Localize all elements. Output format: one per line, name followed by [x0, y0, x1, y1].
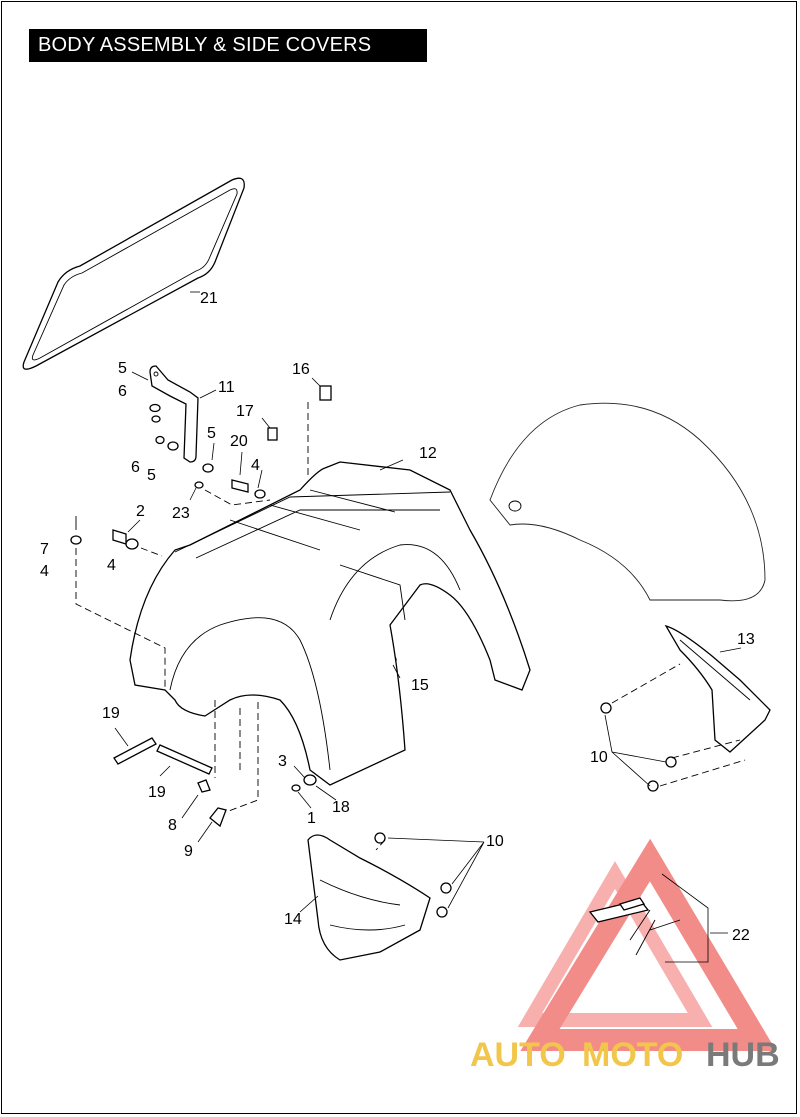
watermark-moto: MOTO — [582, 1036, 683, 1074]
callout-10: 10 — [590, 749, 608, 766]
callout-10: 10 — [486, 833, 504, 850]
callout-20: 20 — [230, 433, 248, 450]
callout-5: 5 — [147, 467, 156, 484]
callout-5: 5 — [118, 360, 127, 377]
part-22-kit — [588, 873, 709, 963]
watermark-triangle — [517, 838, 777, 1051]
callout-numbers: 21 5 6 11 16 17 5 20 6 5 4 12 2 23 7 4 4… — [40, 290, 755, 944]
watermark-text: AUTO MOTO HUB — [470, 1036, 780, 1074]
callout-6: 6 — [131, 459, 140, 476]
callout-3: 3 — [278, 753, 287, 770]
callout-12: 12 — [419, 445, 437, 462]
callout-9: 9 — [184, 843, 193, 860]
watermark-auto: AUTO — [470, 1036, 566, 1074]
callout-17: 17 — [236, 403, 254, 420]
dashed-leaders — [75, 402, 746, 851]
callout-1: 1 — [307, 810, 316, 827]
callout-8: 8 — [168, 817, 177, 834]
callout-5: 5 — [207, 425, 216, 442]
part-14-side-cover — [307, 834, 431, 961]
callout-15: 15 — [411, 677, 429, 694]
hardware-bits — [70, 385, 677, 918]
callout-16: 16 — [292, 361, 310, 378]
rear-fender — [489, 402, 766, 602]
part-12-body — [129, 461, 531, 786]
callout-4: 4 — [107, 557, 116, 574]
part-13-cover — [664, 624, 771, 753]
callout-11: 11 — [218, 379, 235, 396]
callout-21: 21 — [200, 290, 218, 307]
callout-4: 4 — [40, 563, 49, 580]
part-19-strips — [113, 737, 213, 775]
callout-22: 22 — [732, 927, 750, 944]
part-11-bracket — [149, 365, 199, 463]
part-21-seal — [22, 177, 245, 370]
callout-4: 4 — [251, 457, 260, 474]
callout-18: 18 — [332, 799, 350, 816]
callout-19: 19 — [148, 784, 166, 801]
callout-leaders — [114, 291, 742, 934]
watermark-hub: HUB — [706, 1036, 780, 1074]
callout-2: 2 — [136, 503, 145, 520]
callout-13: 13 — [737, 631, 755, 648]
callout-19: 19 — [102, 705, 120, 722]
diagram-title: BODY ASSEMBLY & SIDE COVERS — [29, 29, 427, 62]
callout-14: 14 — [284, 911, 302, 928]
callout-7: 7 — [40, 541, 49, 558]
callout-23: 23 — [172, 505, 190, 522]
callout-6: 6 — [118, 383, 127, 400]
